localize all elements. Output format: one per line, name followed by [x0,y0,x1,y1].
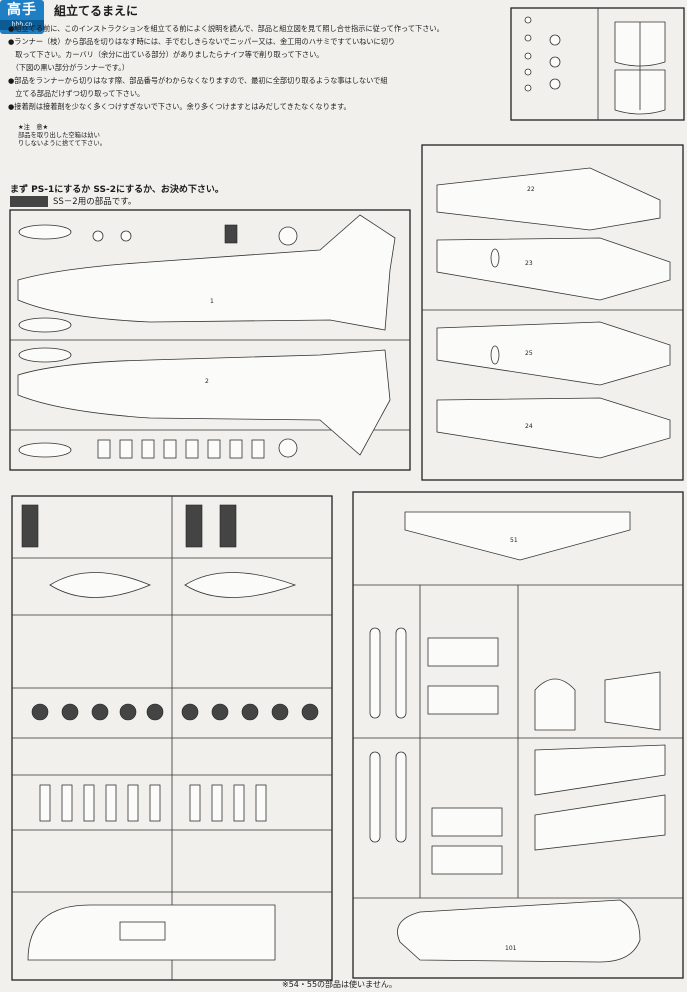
footnote: ※54・55の部品は使いません。 [282,980,397,989]
page-heading: 組立てるまえに [54,4,139,18]
ss2-legend-text: SS－2用の部品です。 [53,197,137,207]
instruction-notes: ●組立てる前に、このインストラクションを組立てる前によく説明を読んで、部品と組立… [8,22,498,113]
part-number: 1 [210,298,214,305]
sprue-wings: 22 23 25 24 [421,144,684,481]
ss2-swatch [10,195,48,207]
note-line: （下図の黒い部分がランナーです。） [8,63,130,72]
caution-title: ★注 意★ [18,124,49,131]
caution-box: ★注 意★ 部品を取り出した空箱は幼い りしないように捨てて下さい。 [18,124,106,148]
ss2-legend: SS－2用の部品です。 [10,195,136,207]
part-number: 101 [505,945,517,952]
logo-url: hhh.cn [0,20,44,30]
note-line: 立てる部品だけずつ切り取って下さい。 [8,89,145,98]
part-number: 51 [510,537,518,544]
version-choice-text: まず PS-1にするか SS-2にするか、お決め下さい。 [10,185,224,195]
caution-line: りしないように捨てて下さい。 [18,140,107,147]
site-logo: 高手 hhh.cn [0,0,44,34]
note-line: ●部品をランナーから切りはなす際、部品番号がわからなくなりますので、最初に全部切… [8,76,388,85]
note-line: ●組立てる前に、このインストラクションを組立てる前によく説明を読んで、部品と組立… [8,24,444,33]
note-line: 取って下さい。カーバリ（余分に出ている部分）がありましたらナイフ等で削り取って下… [8,50,324,59]
logo-text: 高手 [7,2,37,18]
part-number: 23 [525,260,533,267]
sprue-hull: 101 51 [352,491,684,979]
sprue-small-top [510,7,685,121]
sprue-fuselage: 1 2 [9,209,411,471]
part-number: 24 [525,423,533,430]
note-line: ●ランナー（枝）から部品を切りはなす時には、手でむしきらないでニッパー又は、金工… [8,37,396,46]
part-number: 22 [527,186,535,193]
caution-line: 部品を取り出した空箱は幼い [18,132,100,139]
part-number: 25 [525,350,533,357]
part-number: 2 [205,378,209,385]
note-line: ●接着剤は接着剤を少なく多くつけすぎないで下さい。余り多くつけますとはみだしてき… [8,102,351,111]
sprue-details [11,495,333,981]
